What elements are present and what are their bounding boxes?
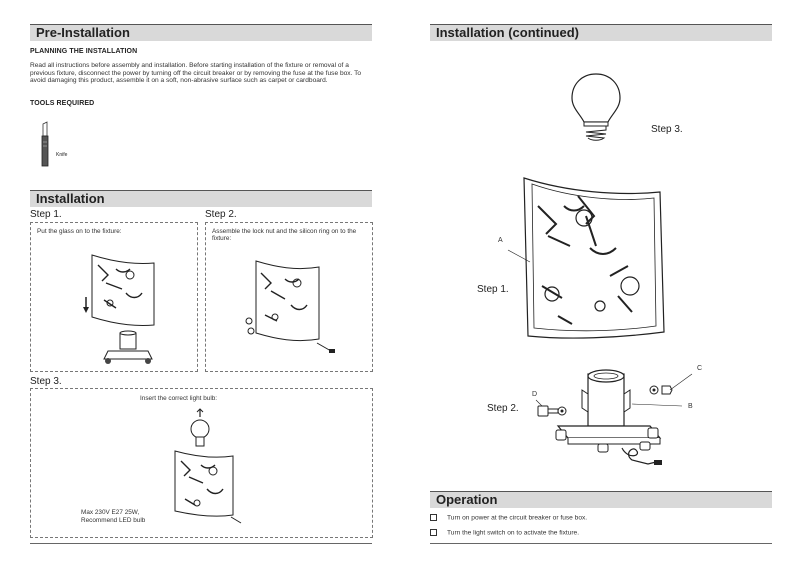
operation-item-1: Turn on power at the circuit breaker or … xyxy=(430,514,587,521)
bulb-note-1: Max 230V E27 25W, xyxy=(81,509,140,516)
step3-text: Insert the correct light bulb: xyxy=(140,395,218,402)
tools-heading: TOOLS REQUIRED xyxy=(30,100,95,107)
continued-step1-label: Step 1. xyxy=(477,284,509,295)
operation-header: Operation xyxy=(430,491,772,508)
operation-title: Operation xyxy=(436,492,498,507)
installation-title: Installation xyxy=(36,191,105,206)
step2-box: Assemble the lock nut and the silicon ri… xyxy=(205,222,373,372)
operation-item-1-text: Turn on power at the circuit breaker or … xyxy=(447,514,588,522)
step2-label: Step 2. xyxy=(205,209,237,220)
part-label-a: A xyxy=(498,237,503,244)
installation-header: Installation xyxy=(30,190,372,207)
knife-icon xyxy=(41,121,49,167)
step3-lamp-illustration xyxy=(174,450,242,524)
step1-box: Put the glass on to the fixture: xyxy=(30,222,198,372)
step2-illustration xyxy=(245,260,335,353)
operation-item-2: Turn the light switch on to activate the… xyxy=(430,529,579,536)
part-label-c: C xyxy=(697,365,703,372)
part-label-d: D xyxy=(532,391,538,398)
planning-text: Read all instructions before assembly an… xyxy=(30,62,362,85)
step3-label: Step 3. xyxy=(30,376,62,387)
planning-heading: PLANNING THE INSTALLATION xyxy=(30,48,138,55)
continued-step2-label: Step 2. xyxy=(487,403,519,414)
step3-bulb-illustration xyxy=(190,408,210,447)
pre-installation-header: Pre-Installation xyxy=(30,24,372,41)
part-label-b: B xyxy=(688,403,693,410)
step1-label: Step 1. xyxy=(30,209,62,220)
step1-text: Put the glass on to the fixture: xyxy=(37,228,122,235)
fixture-base-illustration xyxy=(535,369,693,465)
continued-step3-label: Step 3. xyxy=(651,124,683,135)
checkbox-icon xyxy=(430,514,437,521)
step2-text: Assemble the lock nut and the silicon ri… xyxy=(212,228,357,243)
knife-label: Knife xyxy=(56,152,68,158)
installation-continued-header: Installation (continued) xyxy=(430,24,772,41)
checkbox-icon xyxy=(430,529,437,536)
bulb-note-2: Recommend LED bulb xyxy=(81,517,146,524)
bulb-illustration xyxy=(571,73,621,141)
operation-item-2-text: Turn the light switch on to activate the… xyxy=(447,529,580,537)
installation-continued-title: Installation (continued) xyxy=(436,25,579,40)
glass-shade-illustration xyxy=(507,177,665,339)
right-bottom-rule xyxy=(430,543,772,544)
step1-illustration xyxy=(83,254,155,364)
pre-installation-title: Pre-Installation xyxy=(36,25,130,40)
left-bottom-rule xyxy=(30,543,372,544)
step3-box: Insert the correct light bulb: Max 230V … xyxy=(30,388,373,538)
